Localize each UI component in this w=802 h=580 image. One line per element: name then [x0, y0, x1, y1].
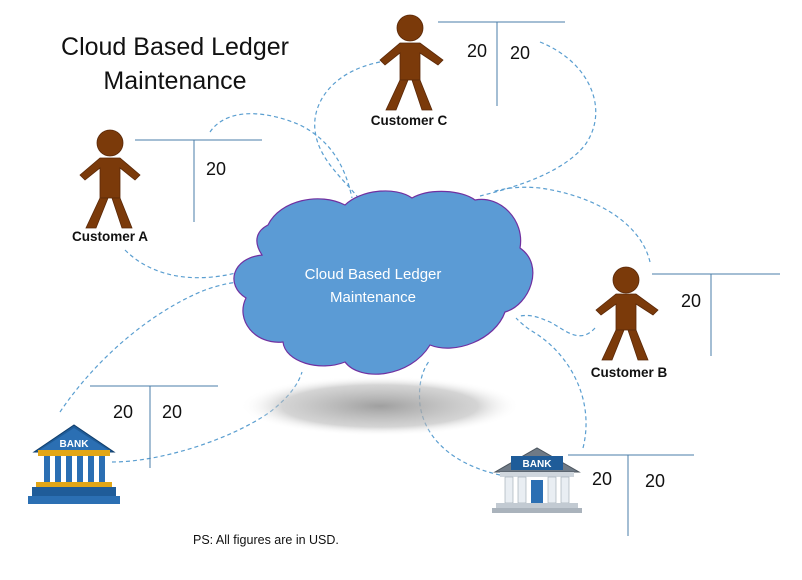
diagram-title: Cloud Based Ledger Maintenance: [10, 30, 340, 98]
bank-left-left-value: 20: [113, 402, 133, 422]
customer-a-person-icon: [79, 129, 141, 229]
cloud-label-line-1: Cloud Based Ledger: [305, 266, 442, 283]
customer-c-node: Customer C 20 20: [371, 14, 565, 128]
connector-customer-a-bottom: [124, 249, 241, 279]
footnote: PS: All figures are in USD.: [193, 533, 339, 547]
connector-bank-right-top: [515, 317, 587, 449]
bank-right-sign: BANK: [523, 459, 553, 470]
bank-left-right-value: 20: [162, 402, 182, 422]
bank-right-right-value: 20: [645, 471, 665, 491]
bank-left-sign: BANK: [60, 439, 90, 450]
title-line-2: Maintenance: [103, 67, 247, 95]
customer-a-node: Customer A 20: [72, 129, 262, 244]
connector-bank-left-bottom: [111, 371, 303, 463]
cloud-shadow: [240, 376, 520, 436]
cloud-shape: Cloud Based Ledger Maintenance: [233, 190, 534, 375]
bank-left-icon: BANK: [28, 424, 120, 504]
customer-b-ledger: [652, 273, 780, 356]
connector-customer-c-right: [479, 41, 597, 197]
customer-c-right-value: 20: [510, 43, 530, 63]
connector-customer-b-bottom: [519, 314, 596, 337]
bank-right-icon: BANK: [492, 447, 582, 513]
customer-b-value: 20: [681, 291, 701, 311]
customer-b-person-icon: [595, 266, 659, 361]
customer-c-label: Customer C: [371, 113, 448, 128]
connector-bank-left-top: [59, 281, 245, 413]
customer-a-label: Customer A: [72, 229, 148, 244]
bank-left-node: BANK 20 20: [28, 385, 218, 504]
bank-right-ledger: [568, 454, 694, 536]
customer-a-ledger: [135, 139, 262, 222]
connector-customer-c-left: [314, 61, 381, 201]
connector-customer-b-top: [491, 186, 651, 263]
customer-b-node: Customer B 20: [591, 266, 780, 380]
bank-left-ledger: [90, 385, 218, 468]
customer-c-ledger: [438, 21, 565, 106]
title-line-1: Cloud Based Ledger: [61, 33, 289, 61]
bank-right-node: BANK 20 20: [492, 447, 694, 536]
customer-c-left-value: 20: [467, 41, 487, 61]
customer-a-value: 20: [206, 159, 226, 179]
cloud-label-line-2: Maintenance: [330, 289, 416, 306]
bank-right-left-value: 20: [592, 469, 612, 489]
connector-customer-a-top: [209, 113, 353, 199]
customer-b-label: Customer B: [591, 365, 668, 380]
customer-c-person-icon: [379, 14, 444, 111]
